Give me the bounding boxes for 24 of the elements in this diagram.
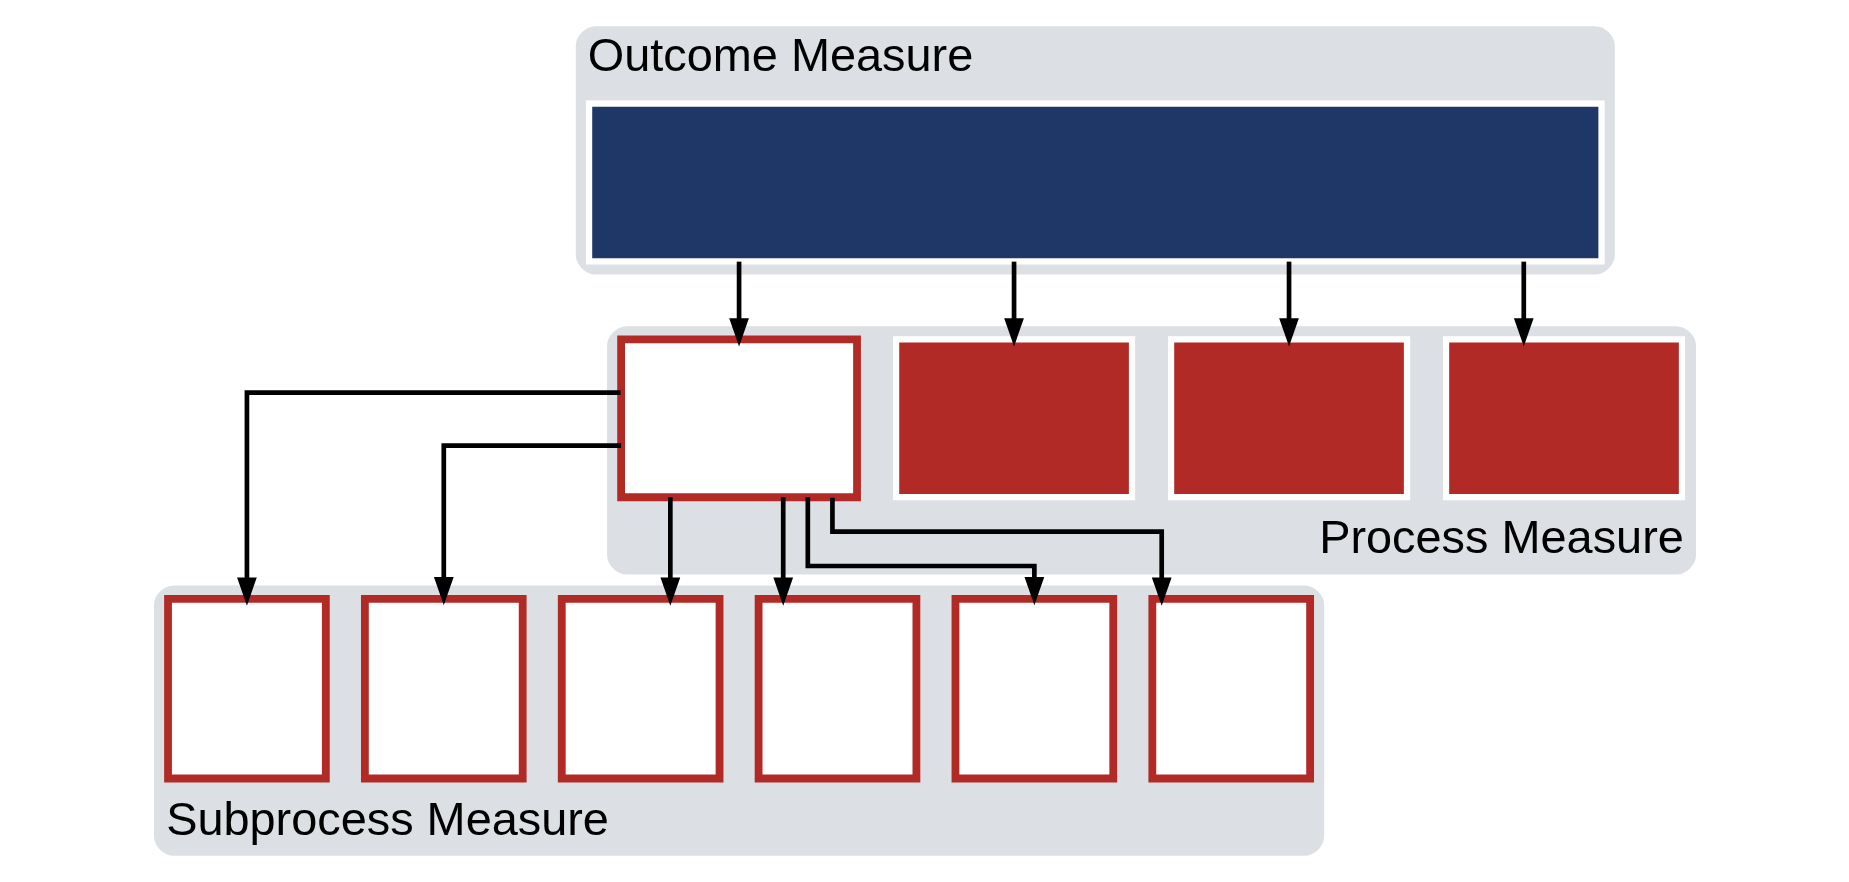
arrow (804, 497, 1044, 606)
arrow (1278, 261, 1299, 347)
arrow (728, 261, 749, 347)
cluster: Process Measure (606, 326, 1696, 575)
node-box (557, 594, 723, 783)
arrow (1003, 261, 1024, 347)
arrow (829, 497, 1172, 606)
node-box (951, 594, 1117, 783)
node-box (360, 594, 527, 783)
node-box (754, 594, 920, 783)
node-box (1167, 336, 1410, 501)
node-box (163, 594, 330, 783)
arrow (772, 497, 793, 606)
node-box (616, 335, 861, 502)
cluster: Outcome Measure (575, 26, 1615, 275)
node-box (585, 100, 1605, 265)
node-box (1147, 594, 1314, 783)
arrow (236, 390, 621, 606)
arrow (1513, 261, 1534, 347)
arrow (433, 443, 621, 606)
cluster: Subprocess Measure (153, 585, 1324, 856)
node-box (892, 336, 1135, 501)
node-box (1442, 336, 1685, 501)
arrow (659, 497, 680, 606)
